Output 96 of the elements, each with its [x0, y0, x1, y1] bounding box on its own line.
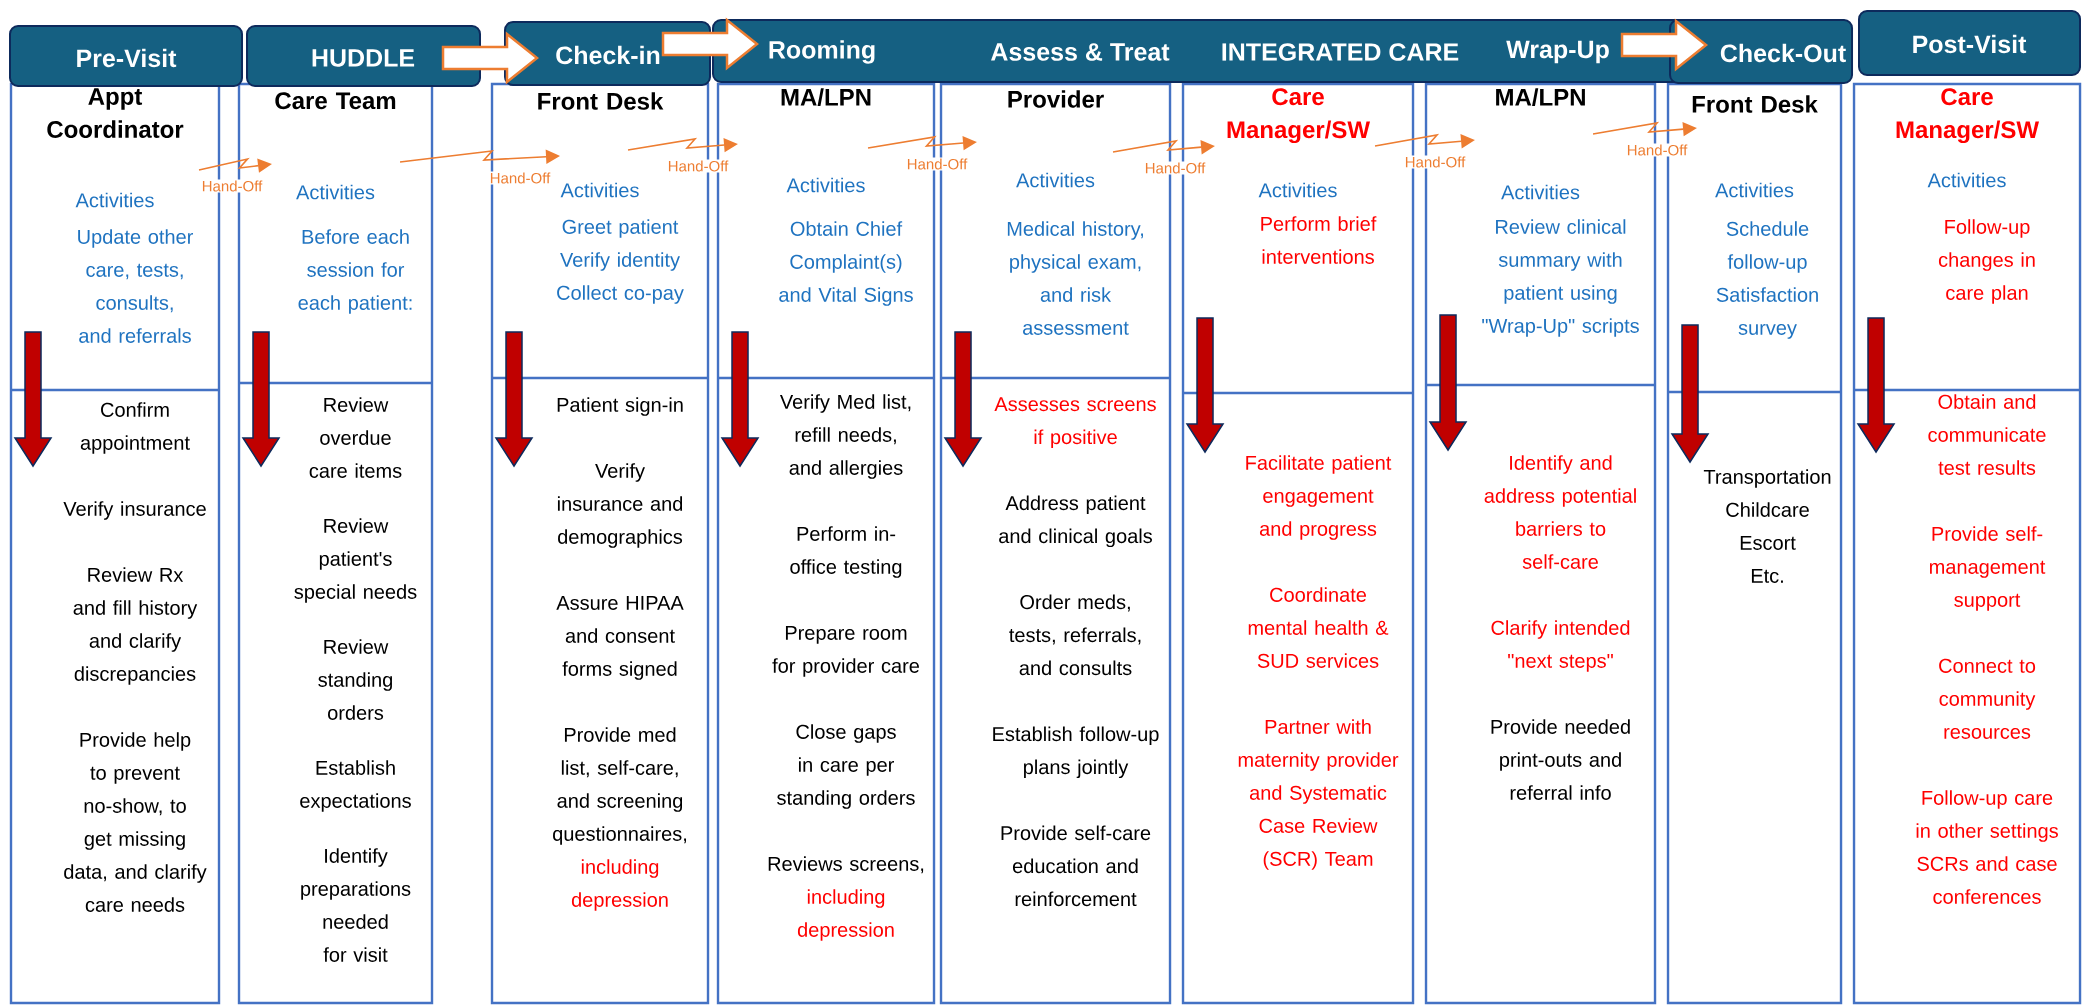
task-list: Confirm appointment Verify insurance Review Rx and fill history and clarify discrepancies Provide help to prevent no-show, to get missing data, and clarify care needs [63, 402, 207, 912]
node-label: Reviews screens, [768, 856, 924, 874]
role-heading: Front Desk [1692, 95, 1818, 113]
block-arrow [661, 17, 759, 71]
node-label: Establish follow-up plans jointly [993, 726, 1159, 779]
activity-text: Follow-up changes in care plan [1938, 219, 2035, 304]
node-label: Verify Med list, refill needs, and allergies [779, 394, 911, 479]
phase-label: Check-in [556, 45, 660, 65]
node-label: including depression [571, 859, 668, 911]
phase-label: INTEGRATED CARE [1222, 43, 1459, 61]
edge-label: Hand-Off [666, 159, 730, 173]
node-label: Identify and address potential barriers to self-care [1484, 455, 1636, 569]
edge-label: Hand-Off [1625, 143, 1689, 157]
activities-label: Activities [1927, 172, 2006, 188]
node-label: Provide self-management support [1929, 526, 2046, 611]
activity-text: Greet patient Verify identity Collect co-pay [557, 219, 684, 304]
task-list: Transportation Childcare Escort Etc. [1703, 469, 1831, 583]
activities-label: Activities [75, 192, 154, 208]
role-heading: MA/LPN [781, 88, 871, 107]
task-list: Identify and address potential barriers to self-care Clarify intended "next steps" Provide needed print-outs and referral info [1484, 455, 1636, 800]
node-label: Establish expectations [300, 760, 411, 812]
node-label: Address patient and clinical goals [999, 495, 1152, 548]
node-label: Verify insurance and demographics [557, 463, 683, 548]
task-list: Obtain and communicate test results Provide self-management support Connect to community resources Follow-up care in other settings SCRs and case conferences [1916, 394, 2058, 904]
node-label: Review patient's special needs [294, 518, 417, 603]
edge-label: Hand-Off [200, 179, 264, 193]
node-label: Review overdue care items [309, 397, 402, 478]
task-list: Facilitate patient engagement and progress Coordinate mental health & SUD services Partner with maternity provider and Systematic Case Review (SCR) Team [1238, 455, 1399, 870]
node-label: Identify preparations needed for visit [301, 848, 411, 962]
activity-text: Before each session for each patient: [298, 229, 412, 314]
node-label: Coordinate mental health & SUD services [1248, 587, 1389, 668]
phase-label: HUDDLE [312, 49, 415, 67]
handoff-arrow [198, 157, 272, 173]
node-label: Close gaps in care per standing orders [777, 724, 915, 809]
role-heading: MA/LPN [1496, 88, 1585, 107]
phase-label: Pre-Visit [77, 48, 177, 68]
task-list: Review overdue care items Review patient's special needs Review standing orders Establish expectations Identify preparations needed for visit [294, 397, 417, 962]
role-heading: Provider [1008, 90, 1104, 108]
task-list: Verify Med list, refill needs, and allergies Perform in-office testing Prepare room for provider care Close gaps in care per standing orders Reviews screens, including depression [768, 394, 924, 941]
activities-label: Activities [1258, 182, 1337, 198]
activity-text: Medical history, physical exam, and risk assessment [1007, 221, 1143, 335]
node-label: Childcare [1726, 502, 1809, 517]
node-label: Etc. [1751, 568, 1783, 583]
activities-label: Activities [560, 182, 639, 198]
edge-label: Hand-Off [488, 171, 552, 185]
node-label: Verify insurance [63, 501, 206, 520]
phase-label: Post-Visit [1913, 34, 2027, 54]
activities-label: Activities [1715, 182, 1794, 198]
edge-label: Hand-Off [1403, 155, 1467, 169]
handoff-arrow [399, 149, 560, 164]
node-label: including depression [797, 889, 894, 941]
node-label: Escort [1740, 535, 1796, 550]
node-label: Review Rx and fill history and clarify discrepancies [73, 567, 198, 685]
node-label: Partner with maternity provider and Systematic Case Review (SCR) Team [1238, 719, 1399, 870]
role-heading: Care Manager/SW [1896, 88, 2039, 144]
node-label: Provide med list, self-care, and screening questionnaires, [553, 727, 687, 845]
node-label: Assesses screens if positive [994, 397, 1156, 449]
node-label: Review standing orders [318, 639, 393, 720]
activity-text: Perform brief interventions [1261, 216, 1377, 264]
node-label: Patient sign-in [557, 397, 683, 416]
node-label: Assure HIPAA and consent forms signed [556, 595, 684, 680]
node-label: Transportation [1703, 469, 1831, 488]
activities-label: Activities [1501, 184, 1580, 200]
role-heading: Care Team [275, 92, 396, 110]
activity-text: Schedule follow-up Satisfaction survey [1716, 221, 1818, 339]
node-label: Clarify intended "next steps" [1491, 620, 1630, 672]
node-label: Prepare room for provider care [772, 625, 919, 677]
node-label: Provide self-care education and reinforcement [1001, 825, 1151, 907]
edge-label: Hand-Off [1143, 161, 1207, 175]
activities-label: Activities [786, 177, 865, 193]
activities-label: Activities [1016, 172, 1095, 188]
node-label: Order meds, tests, referrals, and consults [1009, 594, 1141, 676]
node-label: Follow-up care in other settings SCRs and case conferences [1916, 790, 2058, 904]
block-arrow [441, 31, 539, 85]
activity-text: Review clinical summary with patient using "Wrap-Up" scripts [1482, 219, 1639, 337]
phase-label: Check-Out [1720, 43, 1846, 63]
node-label: Obtain and communicate test results [1928, 394, 2046, 475]
phase-label: Assess & Treat [991, 43, 1170, 61]
node-label: Connect to community resources [1939, 658, 2036, 739]
role-heading: Appt Coordinator [47, 88, 184, 138]
node-label: Provide needed print-outs and referral info [1491, 719, 1630, 800]
role-heading: Front Desk [538, 92, 664, 110]
node-label: Provide help to prevent no-show, to get missing data, and clarify care needs [64, 732, 207, 912]
task-list: Assesses screens if positive Address patient and clinical goals Order meds, tests, referrals, and consults Establish follow-up plans jointly Provide self-care education and reinforcement [993, 397, 1159, 907]
activity-text: Obtain Chief Complaint(s) and Vital Signs [779, 221, 913, 306]
role-heading: Care Manager/SW [1227, 88, 1370, 144]
node-label: Facilitate patient engagement and progress [1246, 455, 1392, 540]
activities-label: Activities [296, 184, 375, 200]
task-list: Patient sign-in Verify insurance and demographics Assure HIPAA and consent forms signed Provide med list, self-care, and screening questionnaires, including depression [553, 397, 686, 911]
node-label: Perform in-office testing [790, 526, 902, 578]
node-label: Confirm appointment [80, 402, 190, 454]
edge-label: Hand-Off [905, 157, 969, 171]
phase-label: Wrap-Up [1506, 40, 1609, 64]
activity-text: Update other care, tests, consults, and referrals [78, 229, 193, 343]
block-arrow [1620, 18, 1709, 72]
phase-label: Rooming [769, 40, 875, 64]
